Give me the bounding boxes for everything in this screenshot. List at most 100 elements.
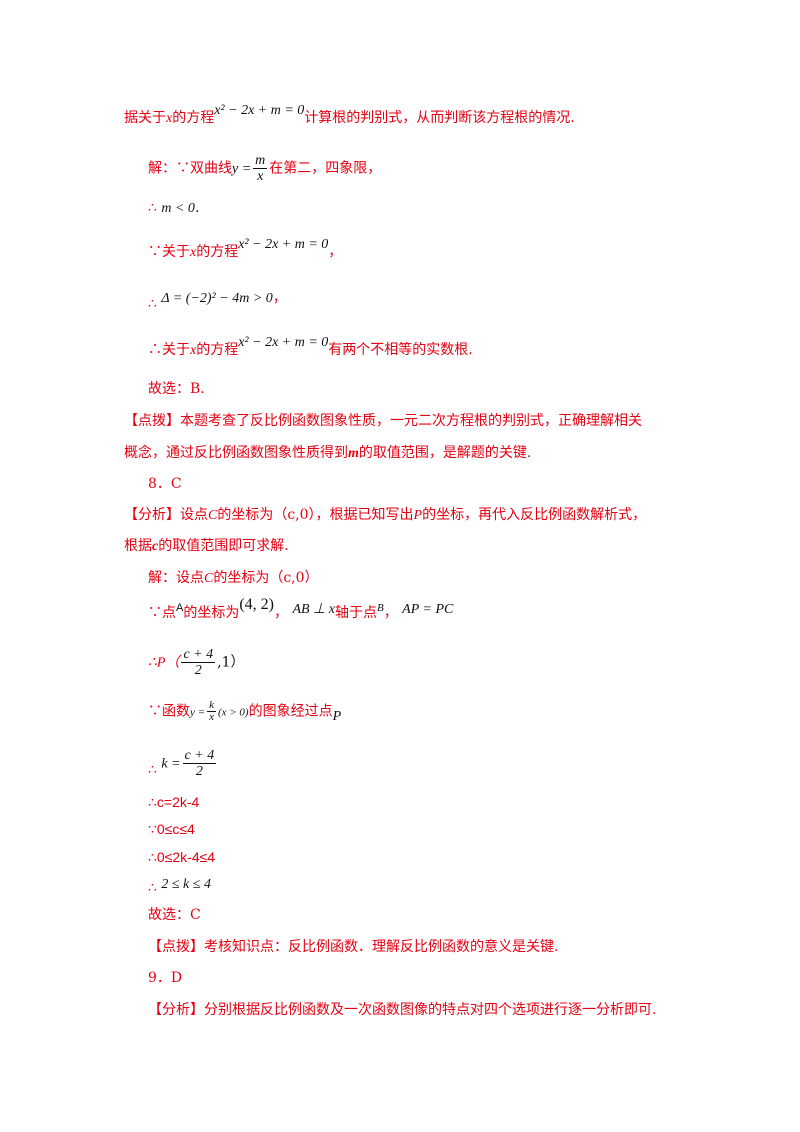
text: 的方程: [172, 110, 215, 126]
tip-line-1: 【点拨】本题考查了反比例函数图象性质，一元二次方程根的判别式，正确理解相关: [124, 411, 642, 431]
coordinate: (4, 2): [239, 596, 274, 613]
text: 考核知识点：反比例函数．理解反比例函数的意义是关键.: [204, 939, 559, 955]
question-number-8: 8．C: [148, 474, 182, 494]
var-x: x: [190, 245, 197, 260]
equation: AP = PC: [402, 602, 454, 617]
denominator: x: [257, 169, 264, 184]
var-x: x: [190, 343, 197, 358]
perpendicular: AB ⊥ x: [292, 602, 335, 617]
inequality: 2 ≤ k ≤ 4: [161, 877, 211, 892]
solution-line-4: ∴ Δ = (−2)² − 4m > 0，: [148, 288, 287, 312]
text: 9．D: [148, 970, 183, 986]
text: ∴关于: [148, 342, 190, 358]
var-y: y =: [190, 706, 206, 719]
numerator: m: [253, 153, 268, 169]
var-x: x: [166, 111, 173, 126]
var-c: C: [204, 571, 214, 586]
text: 的图象经过点: [248, 703, 333, 720]
text: 解：设点: [148, 570, 204, 586]
text: ，: [272, 290, 287, 306]
denominator: x: [209, 711, 214, 723]
equation: x² − 2x + m = 0: [214, 103, 305, 118]
var-a: A: [176, 602, 184, 614]
text: ∴0≤2k-4≤4: [148, 849, 216, 865]
analysis-tag: 【分析】: [148, 1002, 204, 1018]
text: ∵0≤c≤4: [148, 821, 195, 837]
text: ，: [274, 605, 288, 621]
text: 计算根的判别式，从而判断该方程根的情况.: [304, 110, 575, 126]
solution-8-line-9: ∴ 2 ≤ k ≤ 4: [148, 874, 211, 896]
var-c: C: [208, 508, 218, 523]
text: 解：∵双曲线: [148, 160, 232, 177]
text: 的坐标为（c,0）: [213, 570, 319, 586]
var-m: m: [348, 446, 359, 461]
var-y: y =: [232, 161, 252, 177]
domain-condition: (x > 0): [217, 706, 249, 719]
denominator: 2: [195, 764, 203, 779]
text: 在第二，四象限，: [269, 160, 382, 177]
solution-line-2: ∴ m < 0.: [148, 198, 199, 219]
text: 根据: [124, 538, 152, 554]
var-p: P: [413, 508, 423, 523]
text: 设点: [180, 507, 208, 523]
solution-line-3: ∵关于x的方程x² − 2x + m = 0，: [148, 237, 343, 263]
text: ，: [383, 605, 398, 621]
text: 的坐标，再代入反比例函数解析式，: [422, 507, 647, 523]
answer-line-8: 故选：C: [148, 905, 201, 925]
tip-line-2: 概念，通过反比例函数图象性质得到m的取值范围，是解题的关键.: [124, 443, 531, 464]
equation: x² − 2x + m = 0: [238, 237, 329, 252]
text: ∴c=2k-4: [148, 794, 200, 810]
text: 8．C: [148, 476, 182, 492]
solution-8-line-6: ∴c=2k-4: [148, 792, 199, 812]
text: 故选：C: [148, 907, 201, 923]
text: 分别根据反比例函数及一次函数图像的特点对四个选项进行逐一分析即可.: [204, 1002, 657, 1018]
solution-8-line-7: ∵0≤c≤4: [148, 819, 195, 839]
analysis-8-line-2: 根据c的取值范围即可求解.: [124, 536, 289, 557]
text: 据关于: [124, 110, 166, 126]
inequality: m < 0: [161, 201, 195, 216]
var-b: B: [376, 602, 384, 614]
therefore-symbol: ∴: [148, 761, 157, 778]
numerator: c + 4: [182, 748, 217, 764]
text: 的取值范围，是解题的关键.: [358, 445, 532, 461]
denominator: 2: [194, 663, 202, 678]
answer-line: 故选：B.: [148, 379, 205, 399]
equation: x² − 2x + m = 0: [238, 335, 329, 350]
text: ,1）: [217, 654, 245, 671]
text: .: [194, 200, 200, 216]
text: 有两个不相等的实数根.: [328, 342, 473, 358]
tip-tag: 【点拨】: [148, 939, 204, 955]
question-number-9: 9．D: [148, 968, 182, 988]
solution-8-line-8: ∴0≤2k-4≤4: [148, 847, 215, 867]
therefore-symbol: ∴: [148, 296, 157, 312]
text: 的方程: [196, 244, 239, 260]
text: 的坐标为（c,0），根据已知写出: [217, 507, 414, 523]
numerator: c + 4: [181, 647, 216, 663]
solution-8-line-1: 解：设点C的坐标为（c,0）: [148, 568, 319, 589]
text: 的取值范围即可求解.: [158, 538, 289, 554]
text: ∵点: [148, 605, 176, 621]
solution-line-5: ∴关于x的方程x² − 2x + m = 0有两个不相等的实数根.: [148, 335, 473, 361]
text: 故选：B.: [148, 381, 205, 397]
analysis-8-line-1: 【分析】设点C的坐标为（c,0），根据已知写出P的坐标，再代入反比例函数解析式，: [124, 505, 646, 526]
text: 的方程: [196, 342, 239, 358]
var-k: k =: [161, 756, 181, 772]
therefore-symbol: ∴: [148, 200, 157, 216]
solution-8-line-2: ∵点A的坐标为(4, 2)， AB ⊥ x轴于点B， AP = PC: [148, 596, 454, 624]
text: ∵函数: [148, 703, 190, 720]
text: 的坐标为: [183, 605, 240, 621]
therefore-symbol: ∴: [148, 880, 157, 896]
analysis-tag: 【分析】: [124, 507, 180, 523]
text: ，: [328, 244, 343, 260]
tip-8-line: 【点拨】考核知识点：反比例函数．理解反比例函数的意义是关键.: [148, 937, 558, 957]
text: 本题考查了反比例函数图象性质，一元二次方程根的判别式，正确理解相关: [180, 413, 642, 429]
analysis-line-1: 据关于x的方程x² − 2x + m = 0计算根的判别式，从而判断该方程根的情…: [124, 103, 575, 129]
tip-tag: 【点拨】: [124, 413, 180, 429]
